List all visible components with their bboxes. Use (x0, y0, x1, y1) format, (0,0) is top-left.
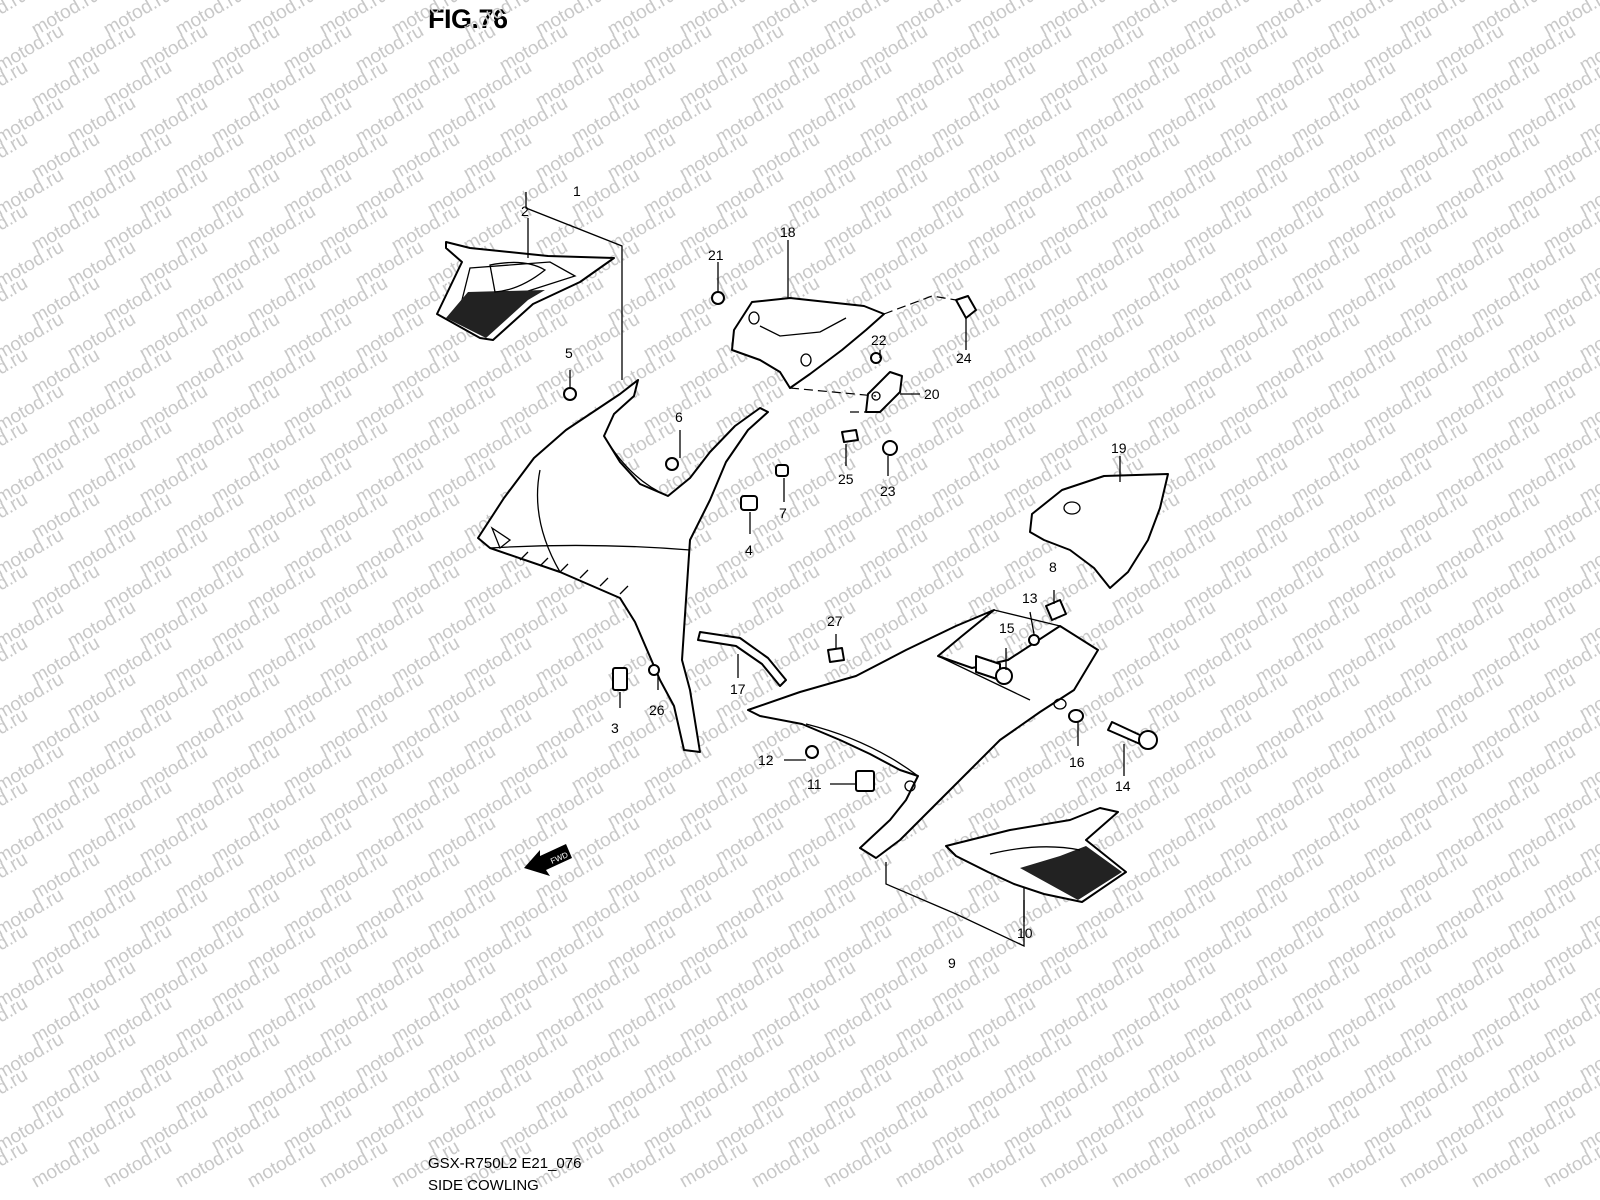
callout-10[interactable]: 10 (1017, 925, 1033, 941)
watermark-text: motod.ru (28, 1137, 103, 1193)
watermark-text: motod.ru (0, 561, 31, 617)
callout-26[interactable]: 26 (649, 702, 665, 718)
section-name: SIDE COWLING (428, 1177, 539, 1194)
watermark-text: motod.ru (1180, 1137, 1255, 1193)
callout-19[interactable]: 19 (1111, 440, 1127, 456)
watermark-text: motod.ru (0, 993, 31, 1049)
callout-25[interactable]: 25 (838, 471, 854, 487)
watermark-text: motod.ru (0, 0, 31, 40)
watermark-text: motod.ru (172, 1137, 247, 1193)
watermark-text: motod.ru (1324, 1137, 1399, 1193)
watermark-text: motod.ru (820, 1137, 895, 1193)
callout-27[interactable]: 27 (827, 613, 843, 629)
callout-5[interactable]: 5 (565, 345, 573, 361)
watermark-text: motod.ru (0, 129, 31, 185)
callout-13[interactable]: 13 (1022, 590, 1038, 606)
watermark-text: motod.ru (892, 1137, 967, 1193)
callout-9[interactable]: 9 (948, 955, 956, 971)
model-code: GSX-R750L2 E21_076 (428, 1155, 582, 1172)
watermark-text: motod.ru (0, 633, 31, 689)
callout-1[interactable]: 1 (573, 183, 581, 199)
watermark-text: motod.ru (0, 201, 31, 257)
callout-22[interactable]: 22 (871, 332, 887, 348)
watermark-text: motod.ru (0, 489, 31, 545)
watermark-text: motod.ru (0, 273, 31, 329)
callout-24[interactable]: 24 (956, 350, 972, 366)
watermark-text: motod.ru (1396, 1137, 1471, 1193)
watermark-text: motod.ru (1576, 0, 1600, 4)
watermark-text: motod.ru (0, 1137, 31, 1193)
watermark-text: motod.ru (1036, 1137, 1111, 1193)
watermark-text: motod.ru (964, 1137, 1039, 1193)
callout-4[interactable]: 4 (745, 542, 753, 558)
callout-20[interactable]: 20 (924, 386, 940, 402)
watermark-text: motod.ru (0, 417, 31, 473)
watermark-text: motod.ru (0, 705, 31, 761)
watermark-text: motod.ru (0, 57, 31, 113)
callout-8[interactable]: 8 (1049, 559, 1057, 575)
watermark-text: motod.ru (1108, 1137, 1183, 1193)
callout-21[interactable]: 21 (708, 247, 724, 263)
callout-14[interactable]: 14 (1115, 778, 1131, 794)
callout-18[interactable]: 18 (780, 224, 796, 240)
callout-15[interactable]: 15 (999, 620, 1015, 636)
watermark-text: motod.ru (100, 1137, 175, 1193)
watermark-text: motod.ru (1252, 1137, 1327, 1193)
watermark-text: motod.ru (1468, 1137, 1543, 1193)
callout-23[interactable]: 23 (880, 483, 896, 499)
callout-7[interactable]: 7 (779, 505, 787, 521)
watermark-text: motod.ru (0, 345, 31, 401)
watermark-text: motod.ru (748, 1137, 823, 1193)
callout-11[interactable]: 11 (807, 776, 822, 792)
callout-17[interactable]: 17 (730, 681, 746, 697)
watermark-text: motod.ru (316, 1137, 391, 1193)
callout-6[interactable]: 6 (675, 409, 683, 425)
figure-title: FIG.76 (428, 4, 508, 34)
callout-12[interactable]: 12 (758, 752, 774, 768)
watermark-text: motod.ru (676, 1137, 751, 1193)
watermark-text: motod.ru (0, 921, 31, 977)
watermark-text: motod.ru (0, 1065, 31, 1121)
callout-2[interactable]: 2 (521, 203, 529, 219)
watermark-text: motod.ru (1540, 1137, 1600, 1193)
watermark-text: motod.ru (244, 1137, 319, 1193)
callout-3[interactable]: 3 (611, 720, 619, 736)
watermark-text: motod.ru (0, 777, 31, 833)
watermark-text: motod.ru (604, 1137, 679, 1193)
callout-16[interactable]: 16 (1069, 754, 1085, 770)
watermark-text: motod.ru (0, 849, 31, 905)
